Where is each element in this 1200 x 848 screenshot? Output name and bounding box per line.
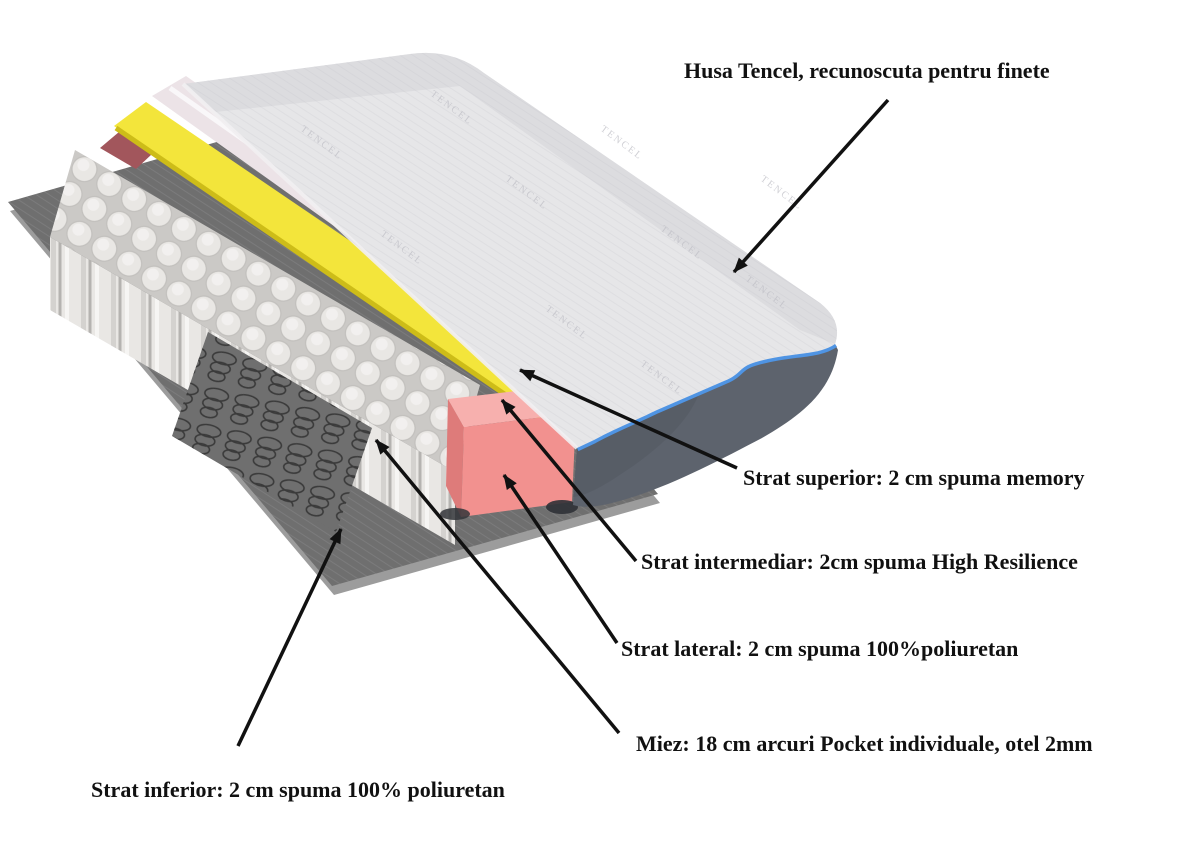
bare-coils	[172, 332, 372, 532]
label-strat-intermediar: Strat intermediar: 2cm spuma High Resili…	[641, 549, 1078, 574]
label-miez: Miez: 18 cm arcuri Pocket individuale, o…	[636, 731, 1093, 756]
pocket-springs	[50, 150, 480, 545]
label-strat-lateral: Strat lateral: 2 cm spuma 100%poliuretan	[621, 636, 1019, 661]
shadow-foot	[440, 508, 470, 520]
label-husa-tencel: Husa Tencel, recunoscuta pentru finete	[684, 58, 1050, 83]
arrow-core	[374, 438, 621, 735]
label-strat-inferior: Strat inferior: 2 cm spuma 100% poliuret…	[91, 777, 505, 802]
arrow-bottom-layer	[236, 528, 343, 747]
arrow-side-layer	[502, 474, 619, 644]
label-strat-superior: Strat superior: 2 cm spuma memory	[743, 465, 1085, 490]
leader-arrows	[236, 98, 890, 747]
arrow-middle-layer	[500, 398, 638, 563]
arrow-cover	[732, 98, 890, 274]
shadow-foot	[546, 500, 578, 514]
svg-text:TENCEL: TENCEL	[758, 174, 805, 213]
arrow-top-layer	[519, 368, 738, 470]
